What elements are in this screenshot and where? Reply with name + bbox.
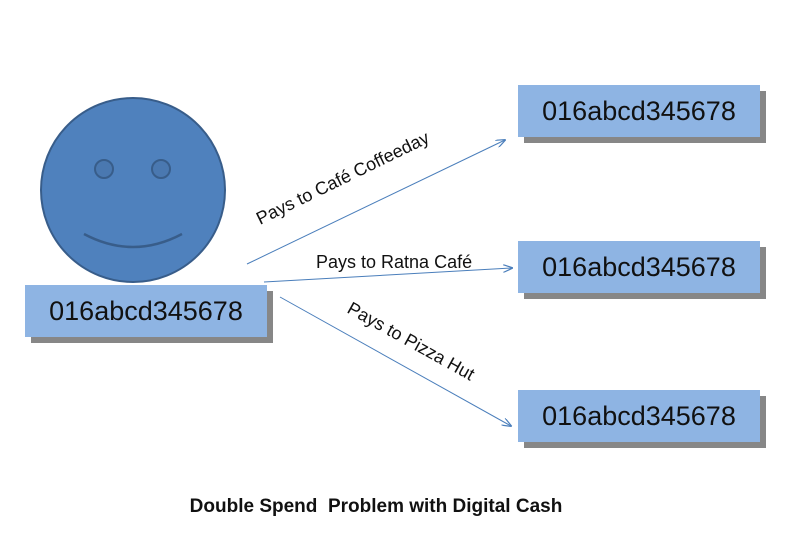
right-eye — [151, 159, 171, 179]
diagram-caption: Double Spend Problem with Digital Cash — [189, 496, 563, 517]
smile-mouth — [83, 232, 183, 249]
arrow-to-ratna — [263, 268, 512, 283]
target-coin-box-ratna: 016abcd345678 — [518, 241, 766, 299]
left-eye — [94, 159, 114, 179]
payment-label-coffeeday: Pays to Café Coffeeday — [253, 127, 432, 228]
arrow-to-pizza-hut — [279, 296, 511, 426]
target-coin-box-coffeeday: 016abcd345678 — [518, 85, 766, 143]
pizza-hut-coin-id: 016abcd345678 — [542, 401, 736, 431]
smiley-face-icon — [40, 97, 226, 283]
target-coin-box-pizza-hut: 016abcd345678 — [518, 390, 766, 448]
payment-label-ratna: Pays to Ratna Café — [316, 252, 472, 272]
ratna-coin-id: 016abcd345678 — [542, 252, 736, 282]
arrow-to-coffeeday — [246, 140, 505, 265]
source-coin-box: 016abcd345678 — [25, 285, 273, 343]
face-circle — [40, 97, 226, 283]
coffeeday-coin-id: 016abcd345678 — [542, 96, 736, 126]
source-coin-id: 016abcd345678 — [49, 296, 243, 326]
payment-label-pizza-hut: Pays to Pizza Hut — [344, 298, 478, 384]
